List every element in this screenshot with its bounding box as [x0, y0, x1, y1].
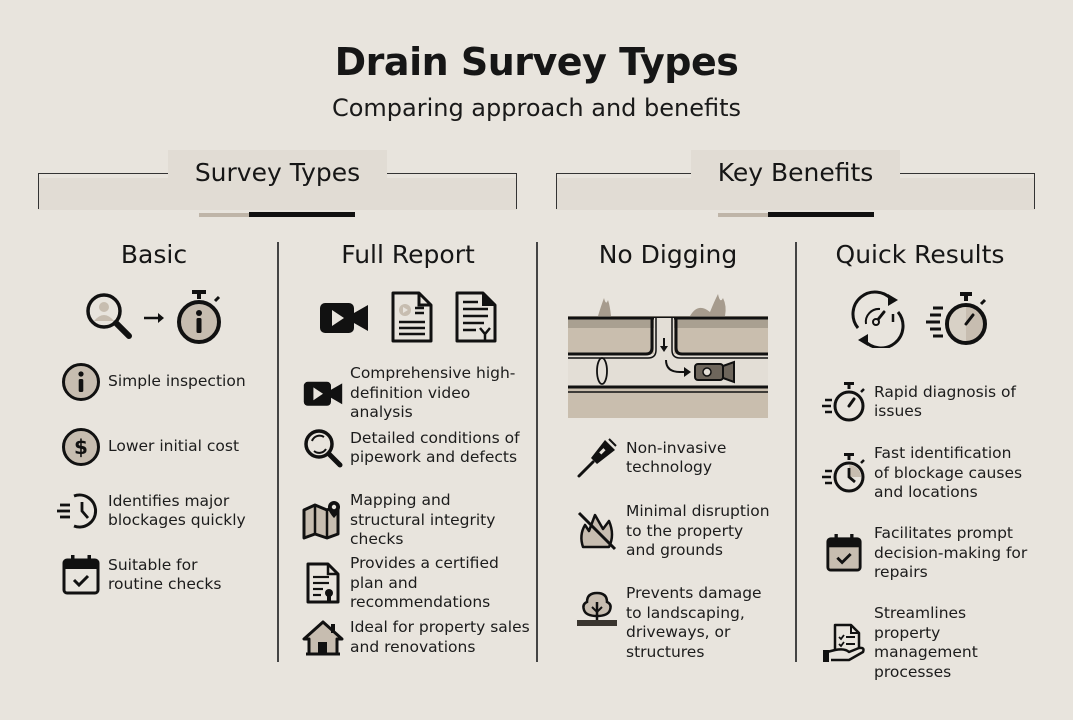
fast-clock-icon: [50, 490, 108, 532]
no-disruption-icon: [568, 509, 626, 553]
page-title: Drain Survey Types: [334, 40, 739, 84]
item-text: Provides a certified plan and recommenda…: [350, 554, 499, 611]
column-no-digging: No Digging: [540, 236, 796, 666]
video-document-icon: [390, 290, 434, 348]
hand-checklist-icon: [814, 622, 874, 664]
video-camera-icon: [318, 297, 370, 341]
user-search-icon: [82, 290, 136, 348]
list-item: Ideal for property sales and renovations: [296, 618, 530, 657]
item-text: Lower initial cost: [108, 437, 240, 456]
list-item: Simple inspection: [54, 362, 246, 402]
column-divider: [277, 242, 279, 662]
pipe-camera-diagram: [540, 286, 796, 418]
list-item: Streamlines property management processe…: [814, 604, 1034, 682]
hero-icons: [800, 290, 1040, 352]
video-camera-icon: [296, 377, 350, 409]
item-text: Facilitates prompt decision-making for r…: [874, 524, 1028, 581]
calendar-check-icon: [54, 554, 108, 596]
fast-timer-icon: [814, 451, 874, 495]
column-divider: [795, 242, 797, 662]
section-title: Survey Types: [194, 158, 361, 187]
column-quick-results: Quick Results Rapid diagnosis of issues …: [800, 236, 1040, 681]
item-text: Mapping and structural integrity checks: [350, 491, 496, 548]
speed-refresh-icon: [848, 290, 908, 352]
section-title: Key Benefits: [717, 158, 874, 187]
column-title: Full Report: [341, 240, 475, 269]
item-text: Detailed conditions of pipework and defe…: [350, 428, 520, 467]
info-circle-icon: [54, 362, 108, 402]
item-text: Simple inspection: [108, 372, 246, 391]
item-text: Rapid diagnosis of issues: [874, 382, 1016, 421]
flashlight-probe-icon: [568, 436, 626, 480]
column-divider: [536, 242, 538, 662]
magnifier-icon: [296, 427, 350, 469]
list-item: Identifies major blockages quickly: [50, 490, 270, 532]
fast-stopwatch-icon: [814, 380, 874, 424]
section-header-survey-types: Survey Types: [38, 150, 517, 217]
list-item: $ Lower initial cost: [54, 427, 239, 467]
page-subtitle: Comparing approach and benefits: [331, 94, 742, 122]
list-item: Facilitates prompt decision-making for r…: [814, 524, 1034, 583]
list-item: Mapping and structural integrity checks: [296, 491, 530, 550]
column-title: Basic: [120, 240, 188, 269]
fast-stopwatch-icon: [924, 290, 992, 352]
column-full-report: Full Report Comprehensive high-definitio…: [280, 236, 536, 666]
list-item: Non-invasive technology: [568, 436, 736, 480]
item-text: Prevents damage to landscaping, driveway…: [626, 584, 762, 661]
tree-ground-icon: [568, 584, 626, 628]
item-text: Fast identification of blockage causes a…: [874, 444, 1023, 501]
certificate-document-icon: [296, 561, 350, 605]
hero-icons: [280, 290, 536, 348]
column-basic: Basic Simple inspection $ Lower initial …: [30, 236, 278, 666]
dollar-circle-icon: $: [54, 427, 108, 467]
item-text: Non-invasive technology: [626, 438, 727, 477]
list-item: Suitable for routine checks: [54, 554, 274, 596]
item-text: Ideal for property sales and renovations: [350, 618, 530, 656]
arrow-right-icon: [142, 310, 166, 329]
list-item: Fast identification of blockage causes a…: [814, 444, 1024, 503]
list-item: Rapid diagnosis of issues: [814, 380, 1024, 424]
signed-document-icon: [454, 290, 498, 348]
section-header-key-benefits: Key Benefits: [556, 150, 1035, 217]
list-item: Provides a certified plan and recommenda…: [296, 554, 530, 613]
item-text: Comprehensive high-definition video anal…: [350, 364, 516, 421]
list-item: Detailed conditions of pipework and defe…: [296, 427, 530, 469]
list-item: Prevents damage to landscaping, driveway…: [568, 584, 776, 662]
list-item: Minimal disruption to the property and g…: [568, 502, 776, 561]
stopwatch-info-icon: [172, 288, 226, 350]
hero-icons: [30, 288, 278, 350]
map-pin-icon: [296, 500, 350, 540]
column-title: No Digging: [598, 240, 738, 269]
calendar-check-icon: [814, 533, 874, 573]
item-text: Minimal disruption to the property and g…: [626, 502, 770, 559]
house-icon: [296, 619, 350, 657]
item-text: Streamlines property management processe…: [874, 604, 978, 681]
item-text: Identifies major blockages quickly: [108, 491, 246, 530]
item-text: Suitable for routine checks: [108, 555, 222, 594]
list-item: Comprehensive high-definition video anal…: [296, 364, 530, 423]
column-title: Quick Results: [835, 240, 1005, 269]
svg-text:$: $: [74, 435, 88, 459]
